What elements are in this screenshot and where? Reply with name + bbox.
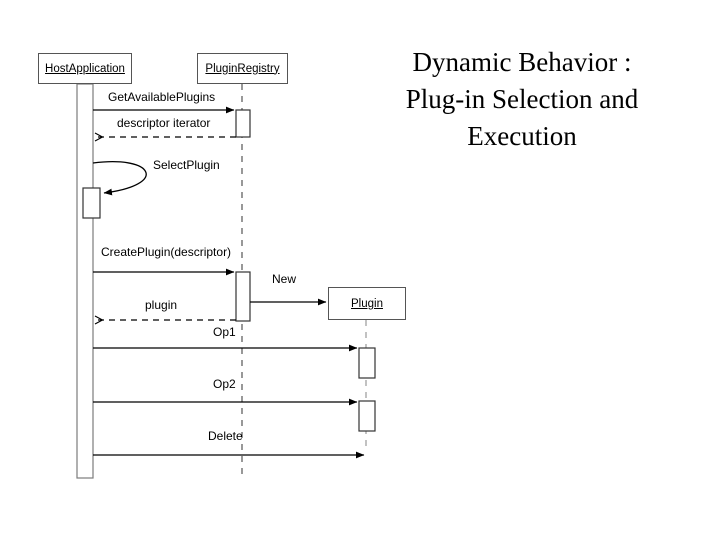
- participant-box-plugin[interactable]: Plugin: [328, 287, 406, 320]
- participant-label-pluginregistry: PluginRegistry: [205, 62, 280, 75]
- participant-label-hostapplication: HostApplication: [45, 62, 125, 75]
- activation-host-selectplugin: [82, 187, 101, 219]
- message-label-getavailableplugins: GetAvailablePlugins: [108, 90, 216, 104]
- diagram-title: Dynamic Behavior : Plug-in Selection and…: [405, 47, 639, 151]
- message-label-descriptor-iterator: descriptor iterator: [117, 116, 211, 130]
- message-label-new: New: [272, 272, 297, 286]
- participant-box-hostapplication[interactable]: HostApplication: [38, 53, 132, 84]
- activation-host-main: [76, 83, 94, 479]
- message-label-op1: Op1: [213, 325, 236, 339]
- activation-plugin-op1: [358, 347, 376, 379]
- participant-box-pluginregistry[interactable]: PluginRegistry: [197, 53, 288, 84]
- message-label-selectplugin: SelectPlugin: [153, 158, 220, 172]
- activation-registry-getavailableplugins: [235, 109, 251, 138]
- participant-label-plugin: Plugin: [351, 297, 383, 310]
- message-label-plugin-return: plugin: [145, 298, 178, 312]
- activation-registry-createplugin: [235, 271, 251, 322]
- activation-plugin-op2: [358, 400, 376, 432]
- message-label-createplugin: CreatePlugin(descriptor): [101, 245, 232, 259]
- message-arrow-selectplugin: [92, 161, 147, 196]
- message-label-op2: Op2: [213, 377, 236, 391]
- message-label-delete: Delete: [208, 429, 243, 443]
